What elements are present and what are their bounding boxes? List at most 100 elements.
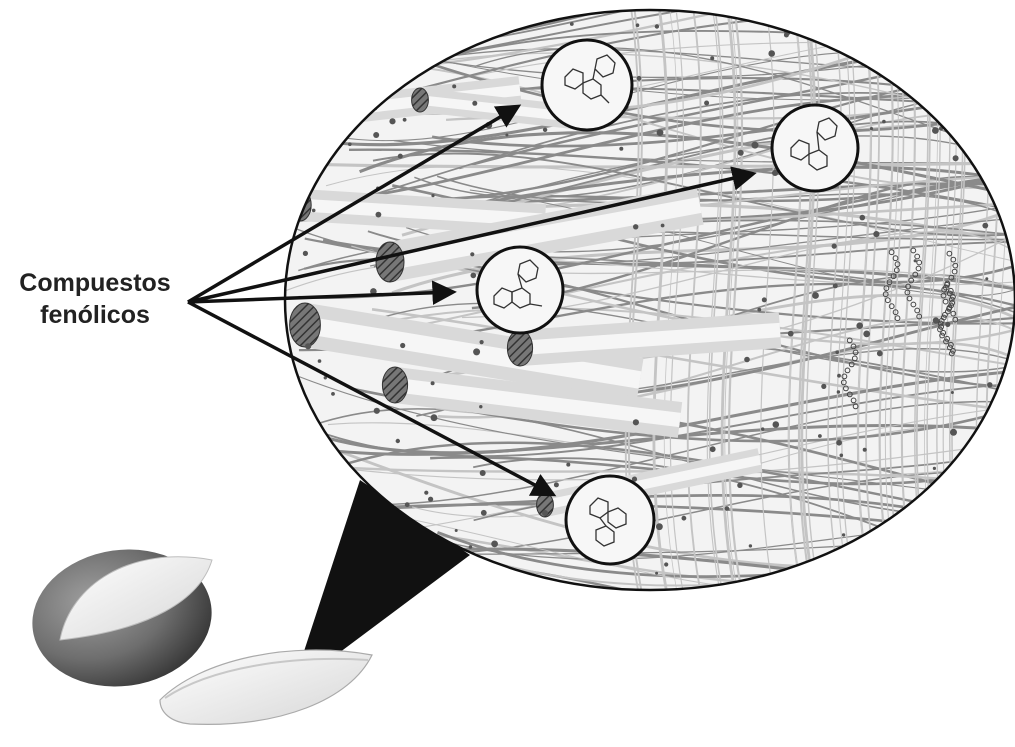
crosslink-node — [472, 101, 477, 106]
crosslink-node — [768, 50, 775, 57]
crosslink-node — [376, 212, 382, 218]
crosslink-node — [856, 322, 863, 329]
crosslink-node — [987, 382, 992, 387]
crosslink-node — [953, 155, 959, 161]
crosslink-node — [371, 27, 375, 31]
crosslink-node — [405, 502, 410, 507]
crosslink-node — [860, 215, 866, 221]
crosslink-node — [938, 83, 944, 89]
crosslink-node — [837, 390, 840, 393]
crosslink-node — [636, 23, 640, 27]
crosslink-node — [873, 231, 879, 237]
crosslink-node — [863, 331, 870, 338]
crosslink-node — [840, 559, 845, 564]
crosslink-node — [744, 357, 750, 363]
fiber-strand — [470, 0, 1015, 21]
crosslink-node — [882, 120, 886, 124]
crosslink-node — [349, 20, 354, 25]
crosslink-node — [879, 560, 883, 564]
crosslink-node — [656, 523, 663, 530]
crosslink-node — [471, 273, 477, 279]
microfibril-end — [290, 303, 321, 347]
crosslink-node — [570, 22, 574, 26]
crosslink-node — [951, 493, 958, 500]
crosslink-node — [619, 147, 623, 151]
crosslink-node — [309, 463, 315, 469]
crosslink-node — [480, 340, 484, 344]
crosslink-node — [877, 351, 883, 357]
crosslink-node — [664, 562, 668, 566]
crosslink-node — [335, 512, 339, 516]
crosslink-node — [312, 209, 316, 213]
crosslink-node — [704, 101, 709, 106]
crosslink-node — [310, 162, 316, 168]
crosslink-node — [554, 482, 559, 487]
crosslink-node — [348, 142, 352, 146]
molecule-circle-2 — [772, 105, 858, 191]
crosslink-node — [481, 510, 487, 516]
crosslink-node — [398, 154, 403, 159]
crosslink-node — [988, 435, 995, 442]
microfibril-end — [507, 330, 532, 366]
crosslink-node — [657, 129, 664, 136]
crosslink-node — [982, 223, 988, 229]
crosslink-node — [633, 224, 638, 229]
crosslink-node — [470, 252, 474, 256]
crosslink-node — [710, 56, 714, 60]
crosslink-node — [821, 384, 826, 389]
crosslink-node — [309, 450, 314, 455]
microfibril-end — [382, 367, 407, 403]
crosslink-node — [566, 463, 570, 467]
crosslink-node — [761, 427, 764, 430]
crosslink-node — [661, 224, 665, 228]
crosslink-node — [473, 348, 480, 355]
molecule-circle-1 — [542, 40, 632, 130]
crosslink-node — [836, 440, 842, 446]
crosslink-node — [773, 421, 780, 428]
crosslink-node — [355, 50, 362, 57]
crosslink-node — [971, 148, 978, 155]
crosslink-node — [543, 128, 547, 132]
crosslink-node — [403, 118, 407, 122]
crosslink-node — [942, 555, 945, 558]
crosslink-node — [303, 251, 308, 256]
label-line-1: Compuestos — [0, 270, 190, 298]
crosslink-node — [752, 142, 759, 149]
crosslink-node — [842, 533, 845, 536]
crosslink-node — [424, 491, 428, 495]
crosslink-node — [431, 194, 434, 197]
crosslink-node — [933, 467, 936, 470]
crosslink-node — [835, 350, 839, 354]
crosslink-node — [479, 405, 482, 408]
crosslink-node — [469, 545, 473, 549]
molecule-circle-4 — [566, 476, 654, 564]
crosslink-node — [428, 497, 433, 502]
crosslink-node — [389, 118, 395, 124]
crosslink-node — [396, 439, 400, 443]
crosslink-node — [977, 497, 980, 500]
crosslink-node — [757, 308, 761, 312]
crosslink-node — [945, 322, 950, 327]
crosslink-node — [682, 516, 687, 521]
crosslink-node — [400, 343, 405, 348]
crosslink-node — [428, 50, 432, 54]
crosslink-node — [318, 359, 322, 363]
crosslink-node — [725, 506, 730, 511]
crosslink-node — [542, 510, 548, 516]
crosslink-node — [818, 434, 822, 438]
crosslink-node — [749, 544, 752, 547]
crosslink-node — [788, 331, 794, 337]
crosslink-node — [431, 381, 435, 385]
microfibril-end — [290, 101, 310, 129]
crosslink-node — [893, 36, 896, 39]
crosslink-node — [932, 127, 939, 134]
crosslink-node — [710, 446, 716, 452]
crosslink-node — [655, 24, 659, 28]
crosslink-node — [951, 391, 954, 394]
crosslink-node — [870, 127, 873, 130]
crosslink-node — [374, 408, 380, 414]
crosslink-node — [637, 76, 642, 81]
microfibril-end — [376, 242, 404, 282]
